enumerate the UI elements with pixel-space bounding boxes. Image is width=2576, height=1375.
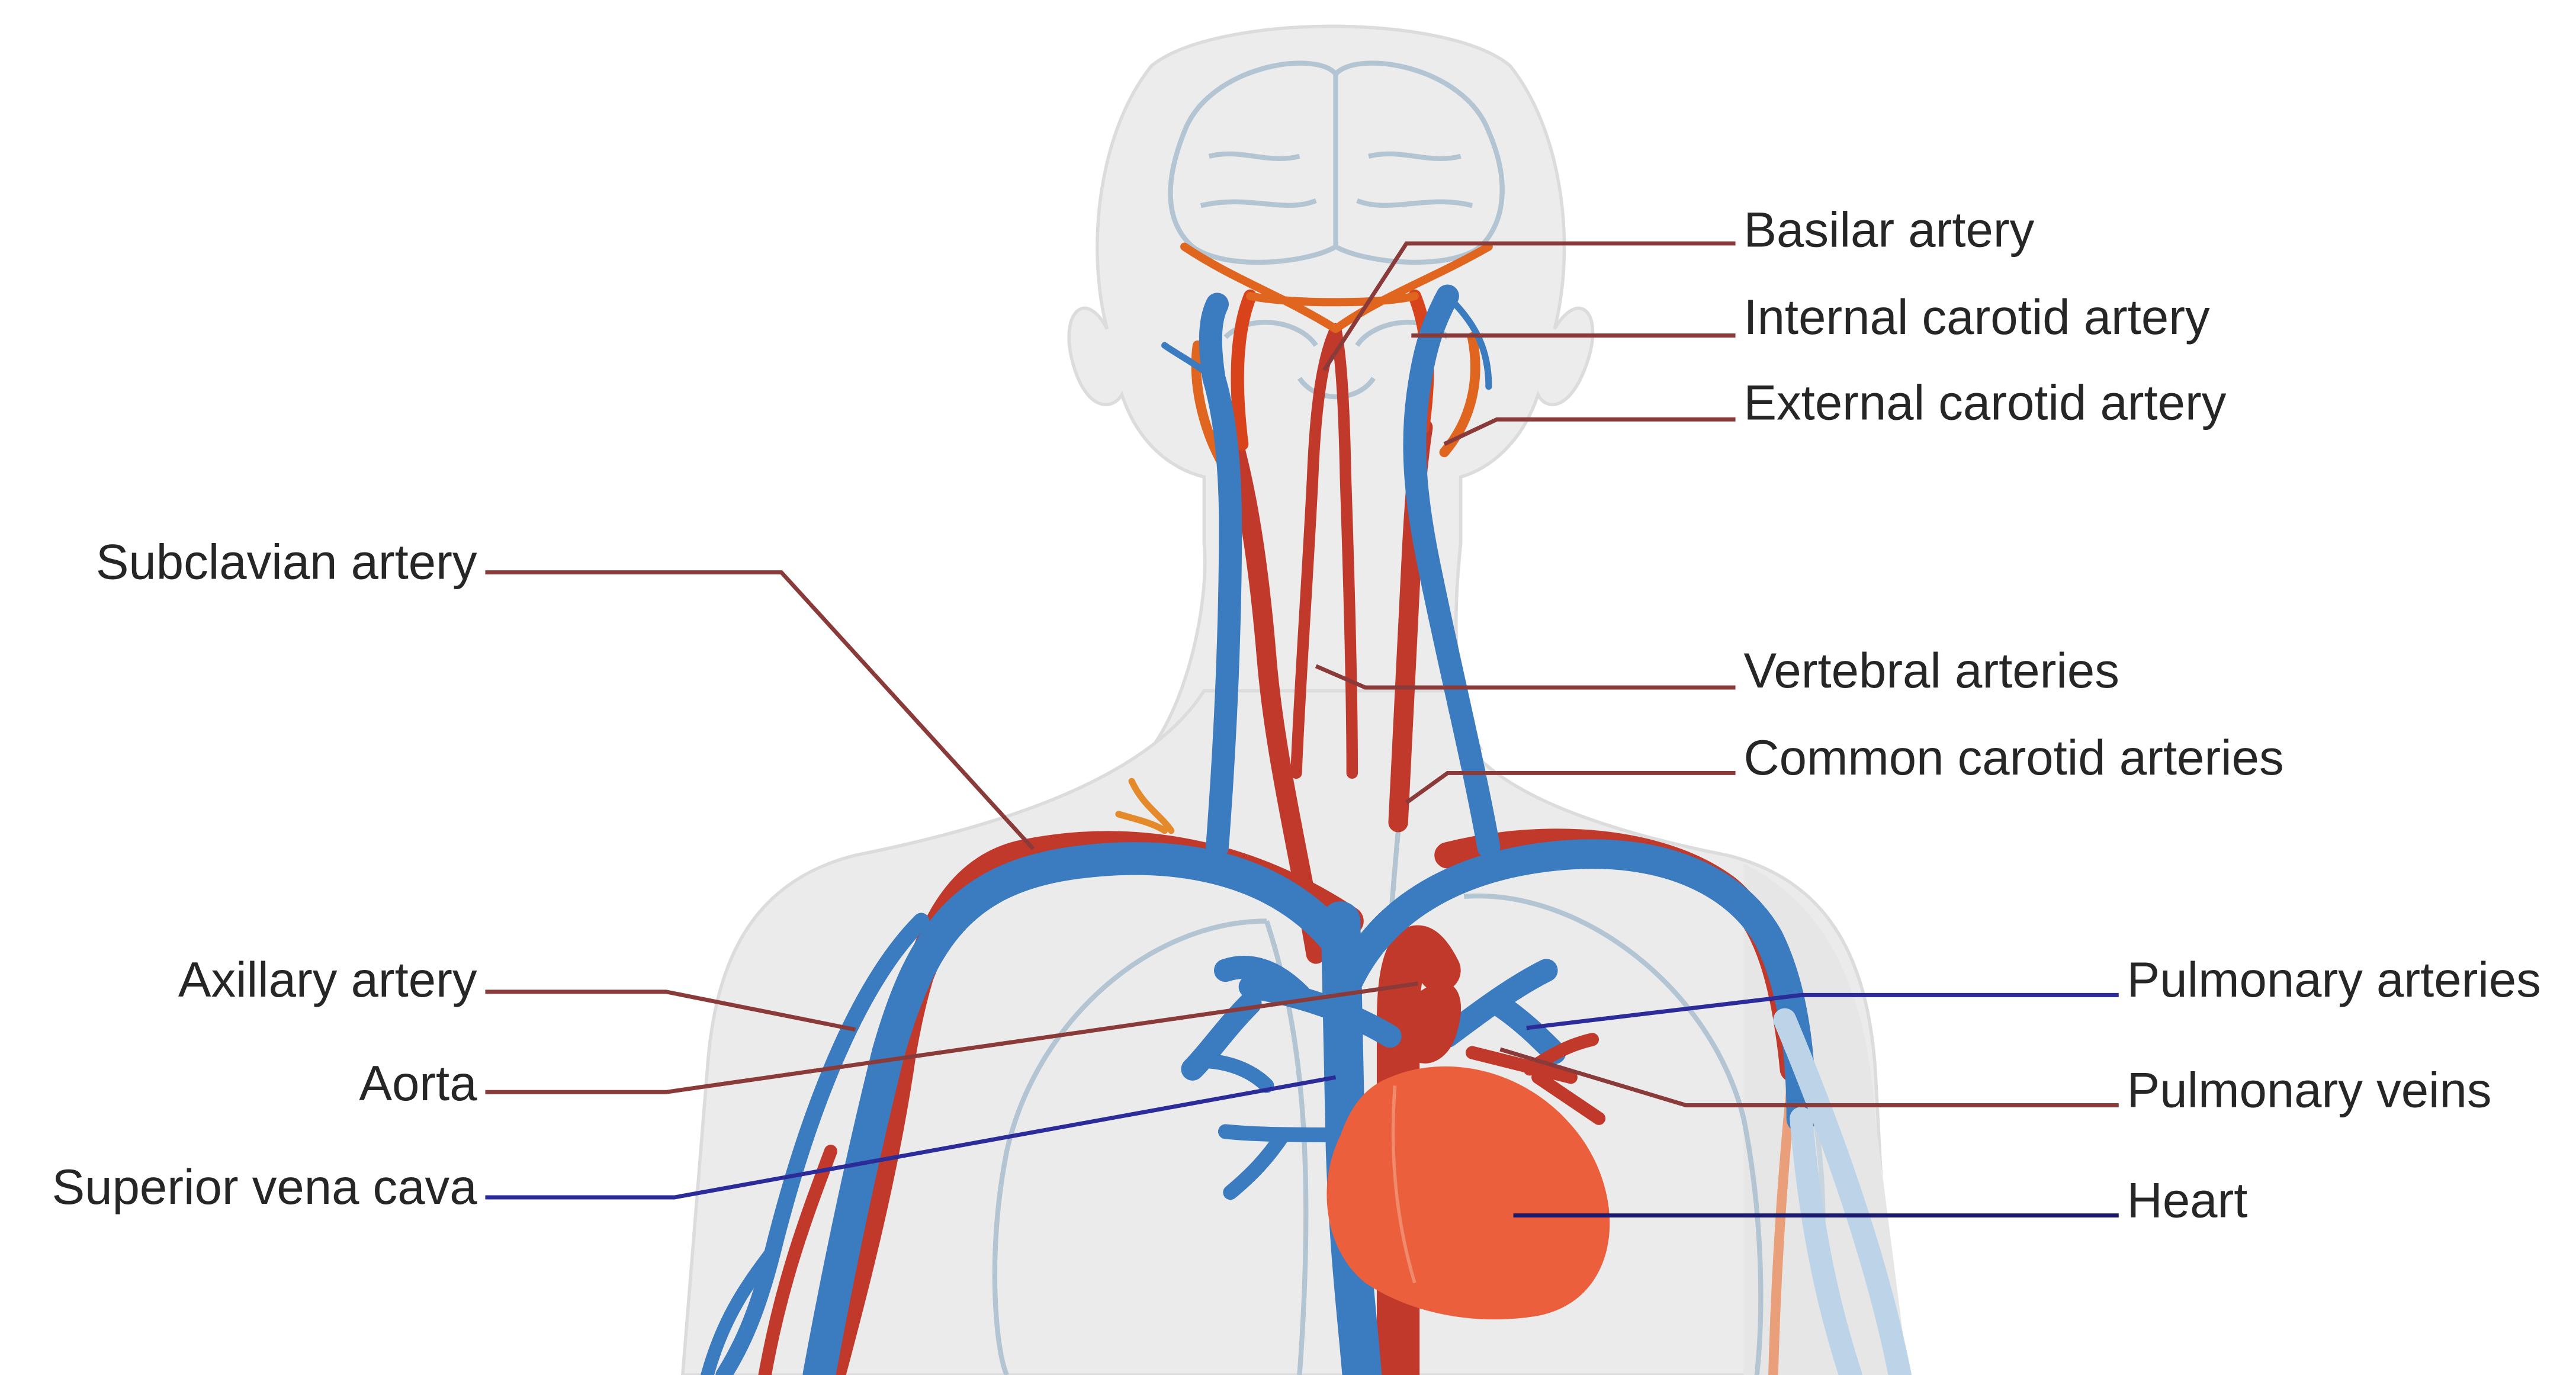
label-subclavian-artery: Subclavian artery	[96, 535, 477, 590]
label-heart: Heart	[2127, 1172, 2248, 1228]
leader-subclavian	[485, 573, 1033, 849]
label-pulmonary-arteries: Pulmonary arteries	[2127, 952, 2541, 1007]
head-outline	[1069, 26, 1592, 748]
label-axillary-artery: Axillary artery	[178, 952, 477, 1007]
label-external-carotid-artery: External carotid artery	[1743, 375, 2226, 430]
label-basilar-artery: Basilar artery	[1743, 203, 2034, 258]
label-aorta: Aorta	[359, 1056, 477, 1111]
label-vertebral-arteries: Vertebral arteries	[1743, 643, 2119, 698]
label-common-carotid-arteries: Common carotid arteries	[1743, 730, 2283, 785]
label-internal-carotid-artery: Internal carotid artery	[1743, 290, 2210, 345]
label-pulmonary-veins: Pulmonary veins	[2127, 1062, 2492, 1117]
label-superior-vena-cava: Superior vena cava	[52, 1159, 478, 1215]
